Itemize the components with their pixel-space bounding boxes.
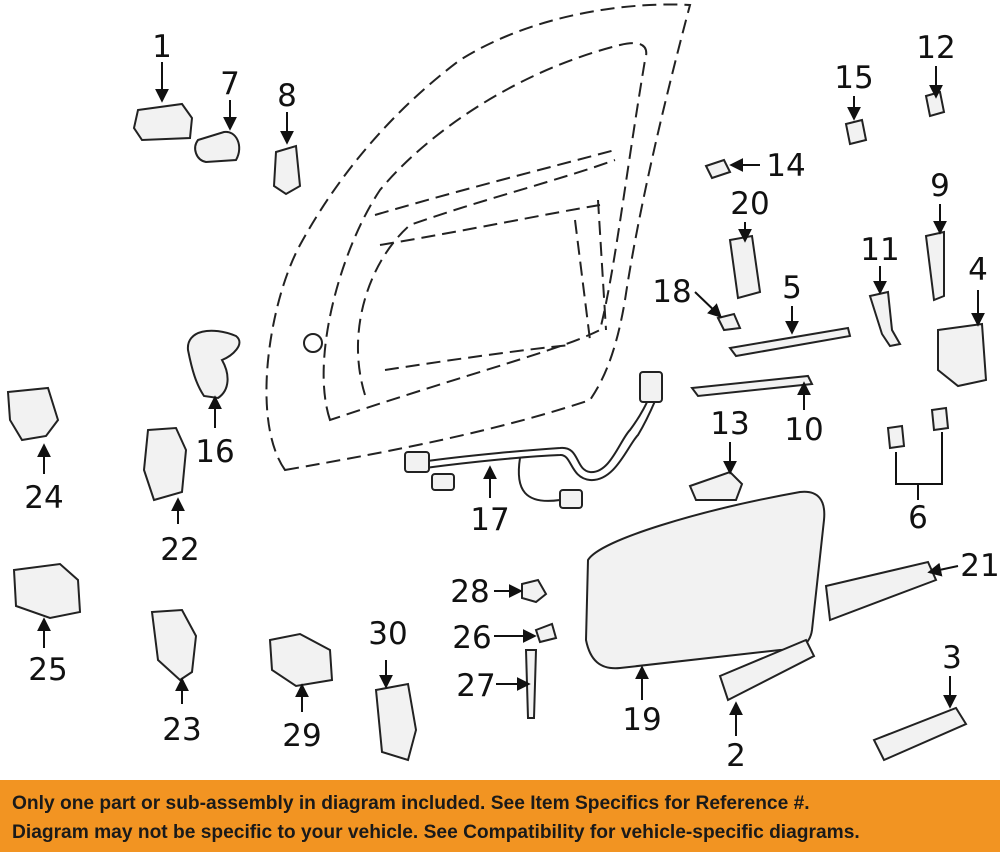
part-22-hinge: [142, 426, 188, 502]
label-21: 21: [960, 548, 999, 584]
part-11-rod: [868, 290, 902, 348]
label-6: 6: [908, 500, 928, 536]
label-15: 15: [834, 60, 873, 96]
label-2: 2: [726, 738, 746, 774]
part-23-hinge: [150, 608, 198, 682]
label-19: 19: [622, 702, 661, 738]
leader-6-bracket: [895, 432, 943, 500]
part-6-clips: [886, 406, 950, 450]
part-15-cap: [844, 118, 868, 146]
part-14-clip: [704, 158, 732, 180]
label-8: 8: [277, 78, 297, 114]
part-20-handle-bezel: [728, 234, 762, 300]
part-29-hinge: [268, 632, 334, 688]
label-1: 1: [152, 29, 172, 65]
part-28-bumper: [521, 578, 548, 604]
part-7-lock-cylinder: [194, 130, 241, 164]
door-parts-diagram: 1 2 3 4 5 6 7 8 9 10 11 12 13 14 15 16 1…: [6, 3, 1000, 774]
label-26: 26: [452, 620, 491, 656]
part-10-rod: [690, 374, 814, 398]
label-12: 12: [916, 30, 955, 66]
label-18: 18: [652, 274, 691, 310]
label-29: 29: [282, 718, 321, 754]
wiring-harness: [404, 371, 663, 509]
part-30-bracket: [374, 682, 418, 762]
label-28: 28: [450, 574, 489, 610]
part-16-boot: [186, 329, 241, 400]
label-11: 11: [860, 232, 899, 268]
part-18-clip: [716, 312, 742, 332]
part-24-hinge: [6, 386, 60, 442]
label-3: 3: [942, 640, 962, 676]
part-27-rod: [524, 649, 538, 719]
label-25: 25: [28, 652, 67, 688]
disclaimer-line-1: Only one part or sub-assembly in diagram…: [12, 793, 810, 814]
part-9-rod: [924, 230, 945, 302]
part-8-clip: [272, 144, 302, 196]
part-2-pull-cup: [718, 638, 816, 702]
label-7: 7: [220, 66, 240, 102]
label-16: 16: [195, 434, 234, 470]
label-30: 30: [368, 616, 407, 652]
disclaimer-line-2: Diagram may not be specific to your vehi…: [12, 822, 860, 843]
part-1-outside-handle: [132, 102, 194, 142]
label-10: 10: [784, 412, 823, 448]
part-19-trim-panel: [584, 490, 826, 670]
disclaimer-banner: Only one part or sub-assembly in diagram…: [0, 780, 1000, 852]
part-26-grommet: [534, 622, 558, 644]
label-22: 22: [160, 532, 199, 568]
door-hole: [303, 333, 323, 353]
label-4: 4: [968, 252, 988, 288]
part-13-switch: [688, 470, 744, 501]
part-21-switch-bezel: [824, 560, 938, 622]
label-20: 20: [730, 186, 769, 222]
part-4-latch: [937, 322, 988, 388]
part-25-hinge: [12, 562, 82, 620]
label-23: 23: [162, 712, 201, 748]
label-24: 24: [24, 480, 63, 516]
leader-arrows: [37, 62, 985, 736]
label-17: 17: [470, 502, 509, 538]
label-27: 27: [456, 668, 495, 704]
label-5: 5: [782, 270, 802, 306]
label-9: 9: [930, 168, 950, 204]
part-5-rod: [728, 326, 852, 358]
part-3-pull-cup: [872, 706, 968, 762]
door-shell-outline: [265, 3, 692, 472]
label-14: 14: [766, 148, 805, 184]
label-13: 13: [710, 406, 749, 442]
